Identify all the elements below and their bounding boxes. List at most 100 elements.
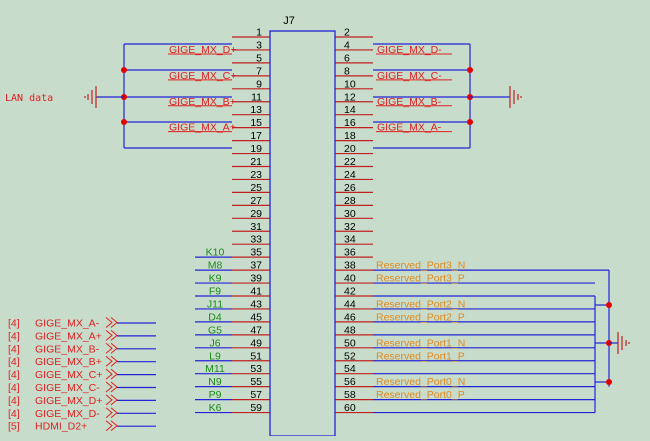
- pin-number-left: 5: [256, 52, 262, 64]
- pin-number-left: 47: [250, 324, 262, 336]
- pin-number-left: 45: [250, 311, 262, 323]
- reserved-net-label: Reserved_Port3_N: [376, 260, 465, 272]
- ball-label: K10: [206, 247, 225, 259]
- junction-dot: [467, 67, 473, 73]
- pin-number-left: 17: [250, 130, 262, 142]
- pin-number-right: 22: [344, 156, 356, 168]
- pin-number-right: 30: [344, 208, 356, 220]
- pin-number-left: 3: [256, 39, 262, 51]
- pin-number-right: 44: [344, 298, 356, 310]
- reserved-net-label: Reserved_Port1_P: [376, 350, 465, 362]
- pin-number-left: 19: [250, 143, 262, 155]
- pin-number-left: 33: [250, 234, 262, 246]
- pin-number-right: 40: [344, 273, 356, 285]
- pin-number-right: 4: [344, 39, 350, 51]
- offpage-ref: [4]: [8, 356, 20, 368]
- pin-number-left: 39: [250, 273, 262, 285]
- pin-number-right: 56: [344, 376, 356, 388]
- pin-number-right: 34: [344, 234, 356, 246]
- pin-number-left: 37: [250, 260, 262, 272]
- ball-label: K9: [209, 273, 222, 285]
- pin-number-right: 12: [344, 91, 356, 103]
- pin-number-left: 51: [250, 350, 262, 362]
- offpage-net-name: GIGE_MX_C+: [35, 369, 102, 381]
- reserved-net-label: Reserved_Port2_P: [376, 311, 465, 323]
- pin-number-right: 48: [344, 324, 356, 336]
- pin-number-right: 36: [344, 247, 356, 259]
- pin-number-left: 11: [251, 91, 262, 103]
- junction-dot: [606, 302, 612, 308]
- ball-label: M8: [208, 260, 223, 272]
- offpage-net-name: HDMI_D2+: [35, 421, 87, 433]
- pin-number-left: 31: [250, 221, 262, 233]
- pin-number-right: 46: [344, 311, 356, 323]
- pin-number-left: 27: [250, 195, 262, 207]
- pin-number-right: 8: [344, 65, 350, 77]
- pin-number-right: 26: [344, 182, 356, 194]
- ball-label: L9: [209, 350, 221, 362]
- offpage-net-name: GIGE_MX_D+: [35, 395, 102, 407]
- offpage-net-name: GIGE_MX_C-: [35, 382, 100, 394]
- pin-number-left: 57: [250, 389, 262, 401]
- offpage-net-name: GIGE_MX_A+: [35, 330, 102, 342]
- offpage-ref: [4]: [8, 330, 20, 342]
- pin-number-right: 2: [344, 27, 350, 39]
- ball-label: M11: [205, 363, 225, 375]
- lan-net-label-right: GIGE_MX_A-: [377, 122, 442, 134]
- pin-number-left: 43: [250, 298, 262, 310]
- offpage-ref: [4]: [8, 395, 20, 407]
- reserved-net-label: Reserved_Port3_P: [376, 273, 465, 285]
- pin-number-right: 38: [344, 260, 356, 272]
- pin-number-left: 25: [250, 182, 262, 194]
- reserved-net-label: Reserved_Port2_N: [376, 298, 465, 310]
- lan-net-label-right: GIGE_MX_D-: [377, 44, 442, 56]
- pin-number-left: 49: [250, 337, 262, 349]
- pin-number-left: 41: [250, 286, 262, 298]
- pin-number-left: 55: [250, 376, 262, 388]
- pin-number-right: 28: [344, 195, 356, 207]
- offpage-net-name: GIGE_MX_B+: [35, 356, 102, 368]
- pin-number-right: 58: [344, 389, 356, 401]
- pin-number-right: 16: [344, 117, 356, 129]
- pin-number-right: 20: [344, 143, 356, 155]
- junction-dot: [606, 379, 612, 385]
- pin-number-left: 9: [256, 78, 262, 90]
- offpage-ref: [4]: [8, 369, 20, 381]
- pin-number-left: 35: [250, 247, 262, 259]
- pin-number-right: 42: [344, 286, 356, 298]
- offpage-ref: [4]: [8, 382, 20, 394]
- offpage-ref: [5]: [8, 421, 20, 433]
- offpage-ref: [4]: [8, 343, 20, 355]
- ball-label: J6: [209, 337, 220, 349]
- offpage-net-name: GIGE_MX_D-: [35, 408, 100, 420]
- lan-net-label-left: GIGE_MX_C+: [169, 70, 236, 82]
- ball-label: J11: [207, 298, 223, 310]
- pin-number-right: 6: [344, 52, 350, 64]
- pin-number-right: 14: [344, 104, 356, 116]
- ball-label: P9: [209, 389, 222, 401]
- junction-dot: [121, 119, 127, 125]
- lan-data-label: LAN data: [5, 93, 53, 104]
- pin-number-right: 32: [344, 221, 356, 233]
- pin-number-right: 60: [344, 402, 356, 414]
- lan-net-label-right: GIGE_MX_C-: [377, 70, 442, 82]
- offpage-net-name: GIGE_MX_B-: [35, 343, 100, 355]
- offpage-ref: [4]: [8, 408, 20, 420]
- ball-label: D4: [208, 311, 222, 323]
- pin-number-right: 24: [344, 169, 356, 181]
- lan-net-label-right: GIGE_MX_B-: [377, 96, 442, 108]
- lan-net-label-left: GIGE_MX_B+: [169, 96, 236, 108]
- pin-number-left: 15: [250, 117, 262, 129]
- pin-number-left: 53: [250, 363, 262, 375]
- pin-number-left: 23: [250, 169, 262, 181]
- ball-label: F9: [209, 286, 221, 298]
- pin-number-left: 13: [250, 104, 262, 116]
- pin-number-left: 1: [256, 27, 262, 39]
- reserved-net-label: Reserved_Port0_P: [376, 389, 465, 401]
- pin-number-right: 50: [344, 337, 356, 349]
- pin-number-left: 21: [250, 156, 262, 168]
- pin-number-left: 59: [250, 402, 262, 414]
